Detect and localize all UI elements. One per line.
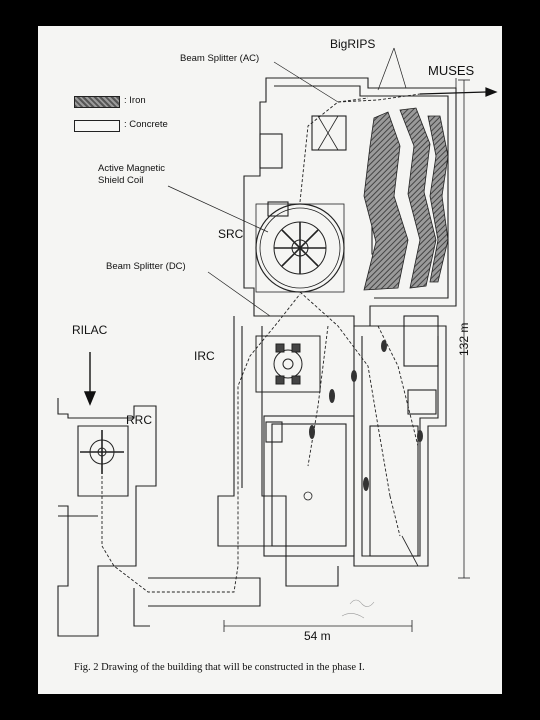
beam-line-magnets: [309, 340, 423, 491]
label-beam-splitter-dc: Beam Splitter (DC): [106, 261, 186, 272]
label-src: SRC: [218, 227, 244, 241]
label-bigrips: BigRIPS: [330, 37, 376, 51]
rrc-building-outline: [57, 398, 157, 637]
facility-floor-plan: [57, 47, 498, 637]
leader-lines: [167, 47, 407, 317]
label-irc: IRC: [194, 349, 215, 363]
label-rrc: RRC: [126, 413, 152, 427]
legend-swatch-iron: [74, 96, 120, 108]
irc-cyclotron: [255, 335, 321, 393]
label-rilac: RILAC: [72, 323, 108, 337]
legend-label-iron: : Iron: [124, 95, 146, 106]
legend-swatch-concrete: [74, 120, 120, 132]
label-muses: MUSES: [428, 63, 475, 78]
dimension-height-label: 132 m: [457, 322, 471, 356]
figure-caption: Fig. 2 Drawing of the building that will…: [74, 662, 365, 673]
label-beam-splitter-ac: Beam Splitter (AC): [180, 53, 260, 64]
muses-arrow: [419, 87, 498, 97]
lower-right-halls-outline: [353, 325, 447, 567]
dimension-width-label: 54 m: [304, 629, 331, 643]
legend-label-concrete: : Concrete: [124, 119, 168, 130]
rilac-arrow: [83, 352, 97, 406]
label-active-magnetic-shield-coil-1: Active Magnetic: [98, 163, 166, 174]
dimension-lines: [223, 78, 470, 632]
middle-building-outline: [217, 316, 287, 547]
beam-lines: [101, 93, 421, 593]
iron-shielding: [363, 107, 449, 291]
document-page: : Iron : Concrete Beam Splitter (AC) Big…: [38, 26, 502, 694]
label-active-magnetic-shield-coil-2: Shield Coil: [98, 175, 144, 186]
src-cyclotron: [255, 203, 345, 293]
